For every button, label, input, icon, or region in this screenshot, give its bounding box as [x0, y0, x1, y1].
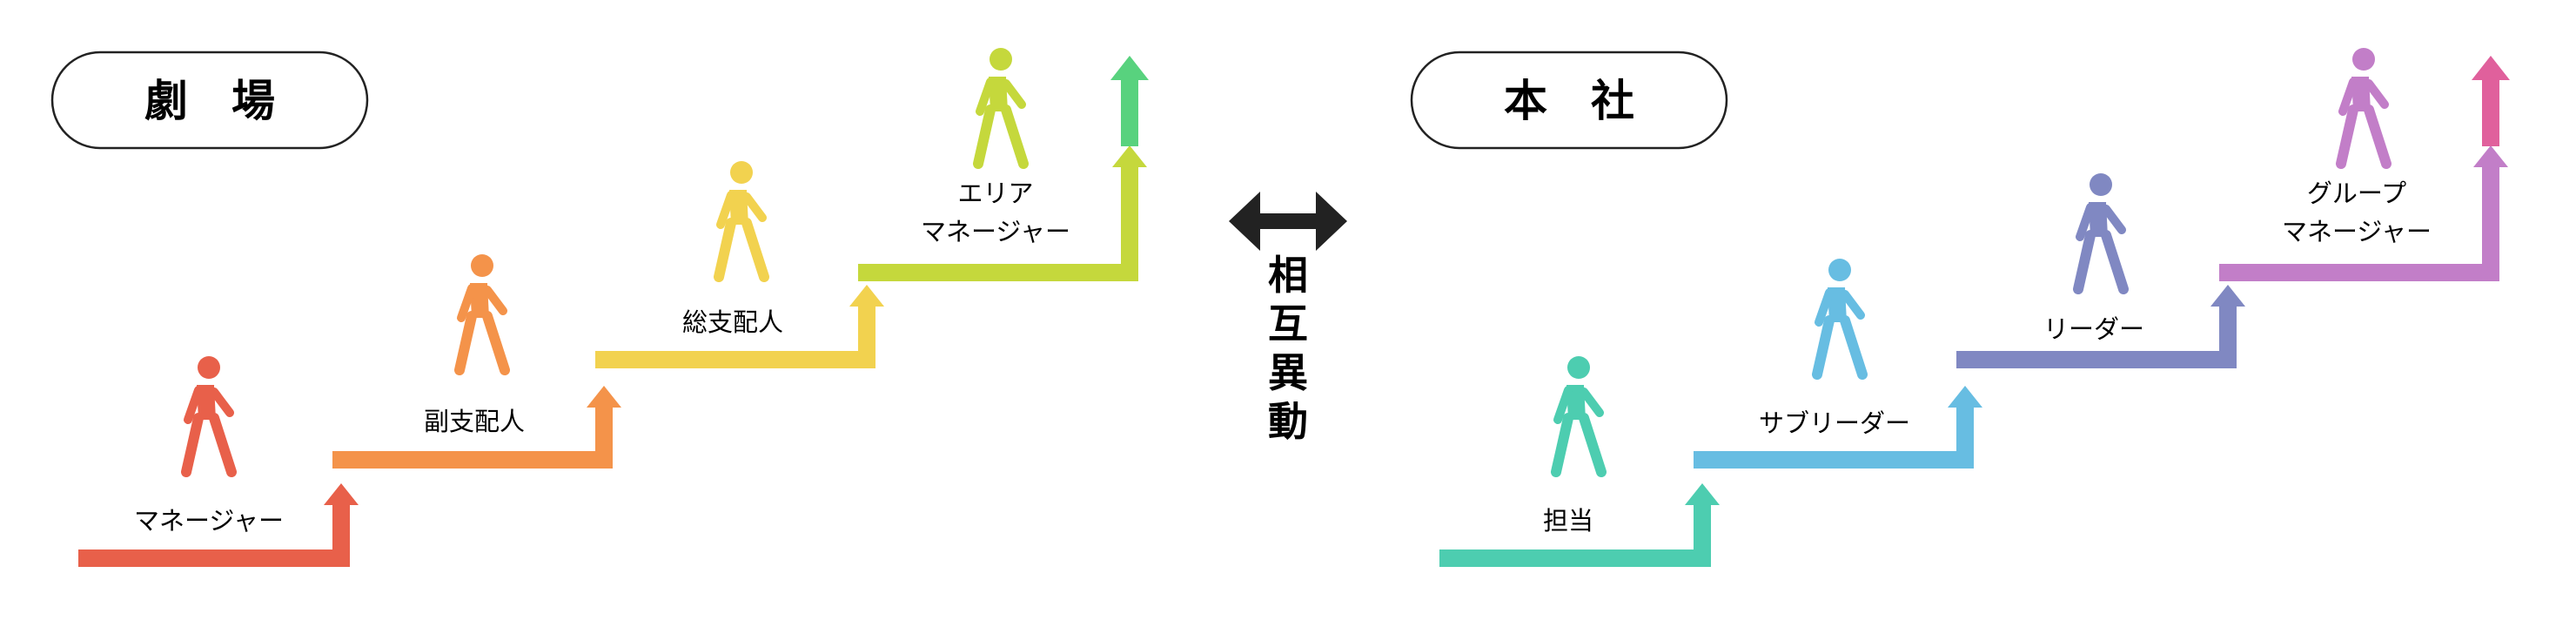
left-step-4-rise: [1121, 165, 1138, 281]
left-step-4-label-line-1: エリア: [957, 179, 1033, 208]
right-step-3-label: リーダー: [2043, 314, 2144, 344]
walking-person-icon: [2336, 48, 2392, 169]
left-step-5-rise: [1121, 77, 1138, 146]
walking-person-icon: [1812, 259, 1868, 380]
center-char-1: 相: [1268, 252, 1308, 299]
right-step-3-rise: [2219, 307, 2237, 368]
left-step-2-rise: [595, 408, 613, 469]
left-step-4-label-line-2: マネージャー: [921, 217, 1070, 246]
right-step-3-arrowhead: [2210, 285, 2245, 307]
right-step-2-bar: [1694, 451, 1974, 469]
left-step-2-bar: [332, 451, 613, 469]
right-step-5-arrowhead: [2472, 56, 2510, 80]
right-step-1-arrowhead: [1685, 483, 1720, 505]
center-char-2: 互: [1268, 300, 1308, 347]
right-step-1-label: 担当: [1543, 506, 1593, 536]
left-figure-3: [714, 161, 769, 282]
walking-person-icon: [714, 161, 769, 282]
right-step-4-label-line-1: グループ: [2307, 179, 2406, 208]
right-step-4-label-line-2: マネージャー: [2282, 217, 2432, 246]
left-step-3-rise: [858, 307, 875, 368]
right-panel: 本 社: [1410, 48, 2510, 567]
right-step-4-bar: [2219, 264, 2499, 281]
left-step-3-bar: [595, 351, 875, 368]
walking-person-icon: [181, 356, 237, 477]
left-figure-2: [454, 254, 510, 375]
right-title: 本 社: [1504, 76, 1634, 126]
right-step-1-bar: [1439, 549, 1711, 567]
left-step-1-bar: [78, 549, 350, 567]
left-title-pill: [50, 51, 369, 150]
right-step-2-arrowhead: [1948, 386, 1982, 408]
center-mutual-transfer: 相 互 異 動: [1229, 192, 1347, 445]
left-step-1-label: マネージャー: [134, 506, 284, 536]
right-figure-2: [1812, 259, 1868, 380]
walking-person-icon: [454, 254, 510, 375]
right-step-5-rise: [2482, 77, 2499, 146]
left-step-3-arrowhead: [849, 285, 884, 307]
right-figure-1: [1551, 356, 1607, 477]
walking-person-icon: [2073, 173, 2129, 294]
left-step-4-arrowhead: [1112, 145, 1147, 167]
left-staircase: [78, 56, 1149, 567]
left-figure-4: [973, 48, 1029, 169]
right-title-pill: [1410, 51, 1728, 150]
right-step-3-bar: [1956, 351, 2237, 368]
left-figure-1: [181, 356, 237, 477]
left-step-2-label: 副支配人: [424, 407, 525, 436]
left-step-4-bar: [858, 264, 1138, 281]
right-figure-3: [2073, 173, 2129, 294]
left-step-3-label: 総支配人: [682, 307, 783, 337]
left-step-1-arrowhead: [324, 483, 359, 505]
right-figure-4: [2336, 48, 2392, 169]
left-step-2-arrowhead: [587, 386, 621, 408]
center-char-4: 動: [1268, 398, 1308, 445]
walking-person-icon: [973, 48, 1029, 169]
left-step-5-arrowhead: [1110, 56, 1149, 80]
right-step-4-arrowhead: [2473, 145, 2508, 167]
right-staircase: [1439, 56, 2510, 567]
left-title: 劇 場: [144, 76, 275, 126]
right-step-1-rise: [1694, 505, 1711, 567]
right-step-2-rise: [1956, 408, 1974, 469]
left-step-1-rise: [332, 505, 350, 567]
center-char-3: 異: [1268, 349, 1308, 396]
walking-person-icon: [1551, 356, 1607, 477]
left-panel: 劇 場: [50, 48, 1149, 567]
right-step-4-rise: [2482, 165, 2499, 281]
double-arrow-icon: [1229, 192, 1347, 251]
right-step-2-label: サブリーダー: [1759, 408, 1910, 438]
